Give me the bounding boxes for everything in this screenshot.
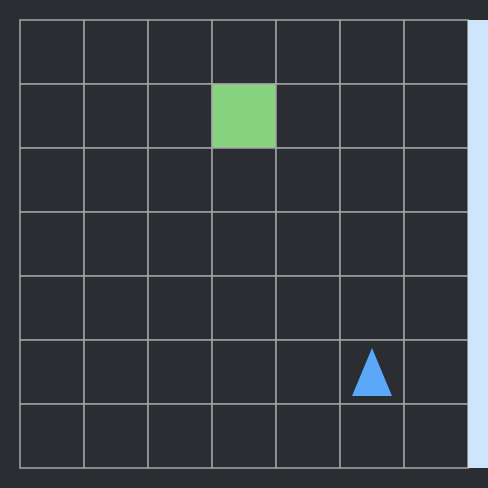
grid-cell	[339, 147, 405, 213]
grid-cell	[19, 211, 85, 277]
side-panel	[468, 20, 488, 468]
grid-cell	[147, 211, 213, 277]
grid-cell	[211, 19, 277, 85]
grid-cell	[275, 403, 341, 469]
grid-cell	[339, 83, 405, 149]
grid-cell	[83, 211, 149, 277]
grid-cell	[403, 19, 469, 85]
grid-cell	[403, 403, 469, 469]
grid-cell	[147, 19, 213, 85]
grid-cell	[147, 339, 213, 405]
grid-cell	[19, 403, 85, 469]
grid-cell	[19, 147, 85, 213]
grid-cell	[147, 83, 213, 149]
grid-cell	[211, 147, 277, 213]
grid-cell	[403, 211, 469, 277]
grid-cell	[403, 83, 469, 149]
grid-cell	[19, 19, 85, 85]
grid-cell	[275, 147, 341, 213]
grid-cell	[147, 275, 213, 341]
grid-cell	[211, 403, 277, 469]
grid-cell	[339, 211, 405, 277]
grid-cell	[275, 275, 341, 341]
grid-cell	[83, 275, 149, 341]
grid-cell	[403, 339, 469, 405]
grid-cell	[339, 403, 405, 469]
grid-cell	[19, 339, 85, 405]
grid-cell	[275, 211, 341, 277]
grid-cell	[275, 339, 341, 405]
grid-cell	[147, 403, 213, 469]
grid-cell	[211, 211, 277, 277]
grid-cell	[83, 403, 149, 469]
grid-cell	[211, 339, 277, 405]
grid-cell	[19, 275, 85, 341]
agent-triangle-icon	[352, 348, 392, 396]
grid-cell	[83, 83, 149, 149]
grid-cell	[275, 83, 341, 149]
grid-cell	[211, 275, 277, 341]
grid-cell	[83, 19, 149, 85]
grid-cell	[339, 275, 405, 341]
grid-cell	[275, 19, 341, 85]
grid-cell	[403, 147, 469, 213]
grid-cell	[83, 339, 149, 405]
goal-square-icon	[211, 83, 277, 149]
grid-cell	[339, 19, 405, 85]
grid-cell	[403, 275, 469, 341]
grid-cell	[83, 147, 149, 213]
grid-cell	[147, 147, 213, 213]
grid-cell	[19, 83, 85, 149]
